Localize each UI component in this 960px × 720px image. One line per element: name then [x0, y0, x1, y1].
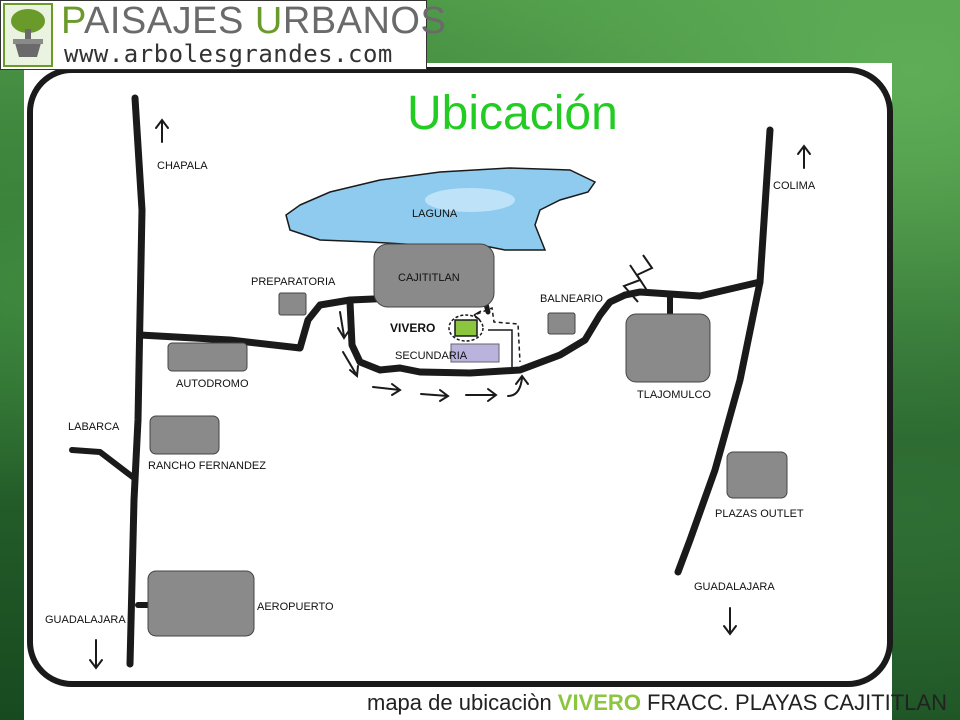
label-preparatoria: PREPARATORIA: [251, 276, 336, 288]
arrow-down-guadalajara-right-icon: [723, 607, 737, 636]
label-guadalajara-left: GUADALAJARA: [45, 614, 126, 626]
brand-url[interactable]: www.arbolesgrandes.com: [64, 40, 393, 68]
brand-text-paisajes: AISAJES: [84, 0, 255, 42]
page-title: Ubicación: [407, 87, 618, 140]
caption-highlight: VIVERO: [557, 690, 641, 715]
block-vivero: [454, 319, 478, 337]
label-tlajomulco: TLAJOMULCO: [637, 389, 711, 401]
tree-logo-icon: [3, 3, 53, 67]
route-arrow-2: [342, 351, 359, 379]
direction-arrows: [89, 118, 811, 670]
block-preparatoria: [278, 292, 307, 316]
lake-highlight: [425, 188, 515, 212]
label-balneario: BALNEARIO: [540, 293, 603, 305]
caption-part2: FRACC. PLAYAS CAJITITLAN: [640, 690, 947, 715]
label-plazas-outlet: PLAZAS OUTLET: [715, 508, 804, 520]
route-dashed: [476, 306, 521, 363]
brand-logo[interactable]: PAISAJES URBANOS www.arbolesgrandes.com: [0, 0, 446, 70]
block-tlajomulco: [625, 313, 711, 383]
arrow-up-chapala-icon: [155, 118, 169, 143]
arrow-down-guadalajara-left-icon: [89, 639, 103, 670]
route-arrow-6: [507, 374, 529, 397]
block-rancho-fernandez: [149, 415, 220, 455]
map-frame: [27, 67, 893, 687]
label-labarca: LABARCA: [68, 421, 120, 433]
road-break-symbol-2: [635, 254, 654, 293]
road-center-bottom: [346, 291, 629, 377]
caption-part1: mapa de ubicaciòn: [367, 690, 558, 715]
map-caption: mapa de ubicaciòn VIVERO FRACC. PLAYAS C…: [367, 690, 947, 716]
road-labarca: [69, 447, 137, 481]
label-vivero: VIVERO: [390, 321, 435, 335]
brand-text-urbanos: RBANOS: [282, 0, 447, 42]
road-break-symbol: [622, 264, 642, 303]
label-chapala: CHAPALA: [157, 160, 208, 172]
label-laguna: LAGUNA: [412, 208, 458, 220]
label-guadalajara-right: GUADALAJARA: [694, 581, 775, 593]
brand-name: PAISAJES URBANOS: [61, 1, 446, 41]
label-autodromo: AUTODROMO: [176, 378, 249, 390]
label-rancho-fernandez: RANCHO FERNANDEZ: [148, 460, 266, 472]
label-aeropuerto: AEROPUERTO: [257, 601, 334, 613]
roads: [69, 94, 774, 668]
brand-letter-u: U: [254, 0, 283, 42]
vivero-highlight: [448, 314, 484, 342]
block-plazas-outlet: [726, 451, 788, 499]
route-arrow-3: [372, 383, 402, 396]
route-access: [488, 329, 513, 370]
block-secundaria: [450, 343, 500, 363]
label-secundaria: SECUNDARIA: [395, 350, 468, 362]
block-autodromo: [167, 342, 248, 372]
route-arrows: [337, 311, 529, 402]
route-dashed-arrowhead: [473, 310, 482, 321]
label-colima: COLIMA: [773, 180, 816, 192]
road-left-highway: [126, 94, 146, 668]
block-cajititlan: [373, 243, 495, 308]
route-arrow-1: [337, 311, 351, 340]
label-cajititlan: CAJITITLAN: [398, 272, 460, 284]
block-balneario: [547, 312, 576, 335]
arrow-up-colima-icon: [797, 144, 811, 169]
road-right-highway: [674, 126, 774, 576]
route-arrow-4: [420, 389, 450, 402]
route-arrow-5: [465, 388, 498, 402]
brand-letter-p: P: [61, 0, 85, 42]
block-aeropuerto: [147, 570, 255, 637]
